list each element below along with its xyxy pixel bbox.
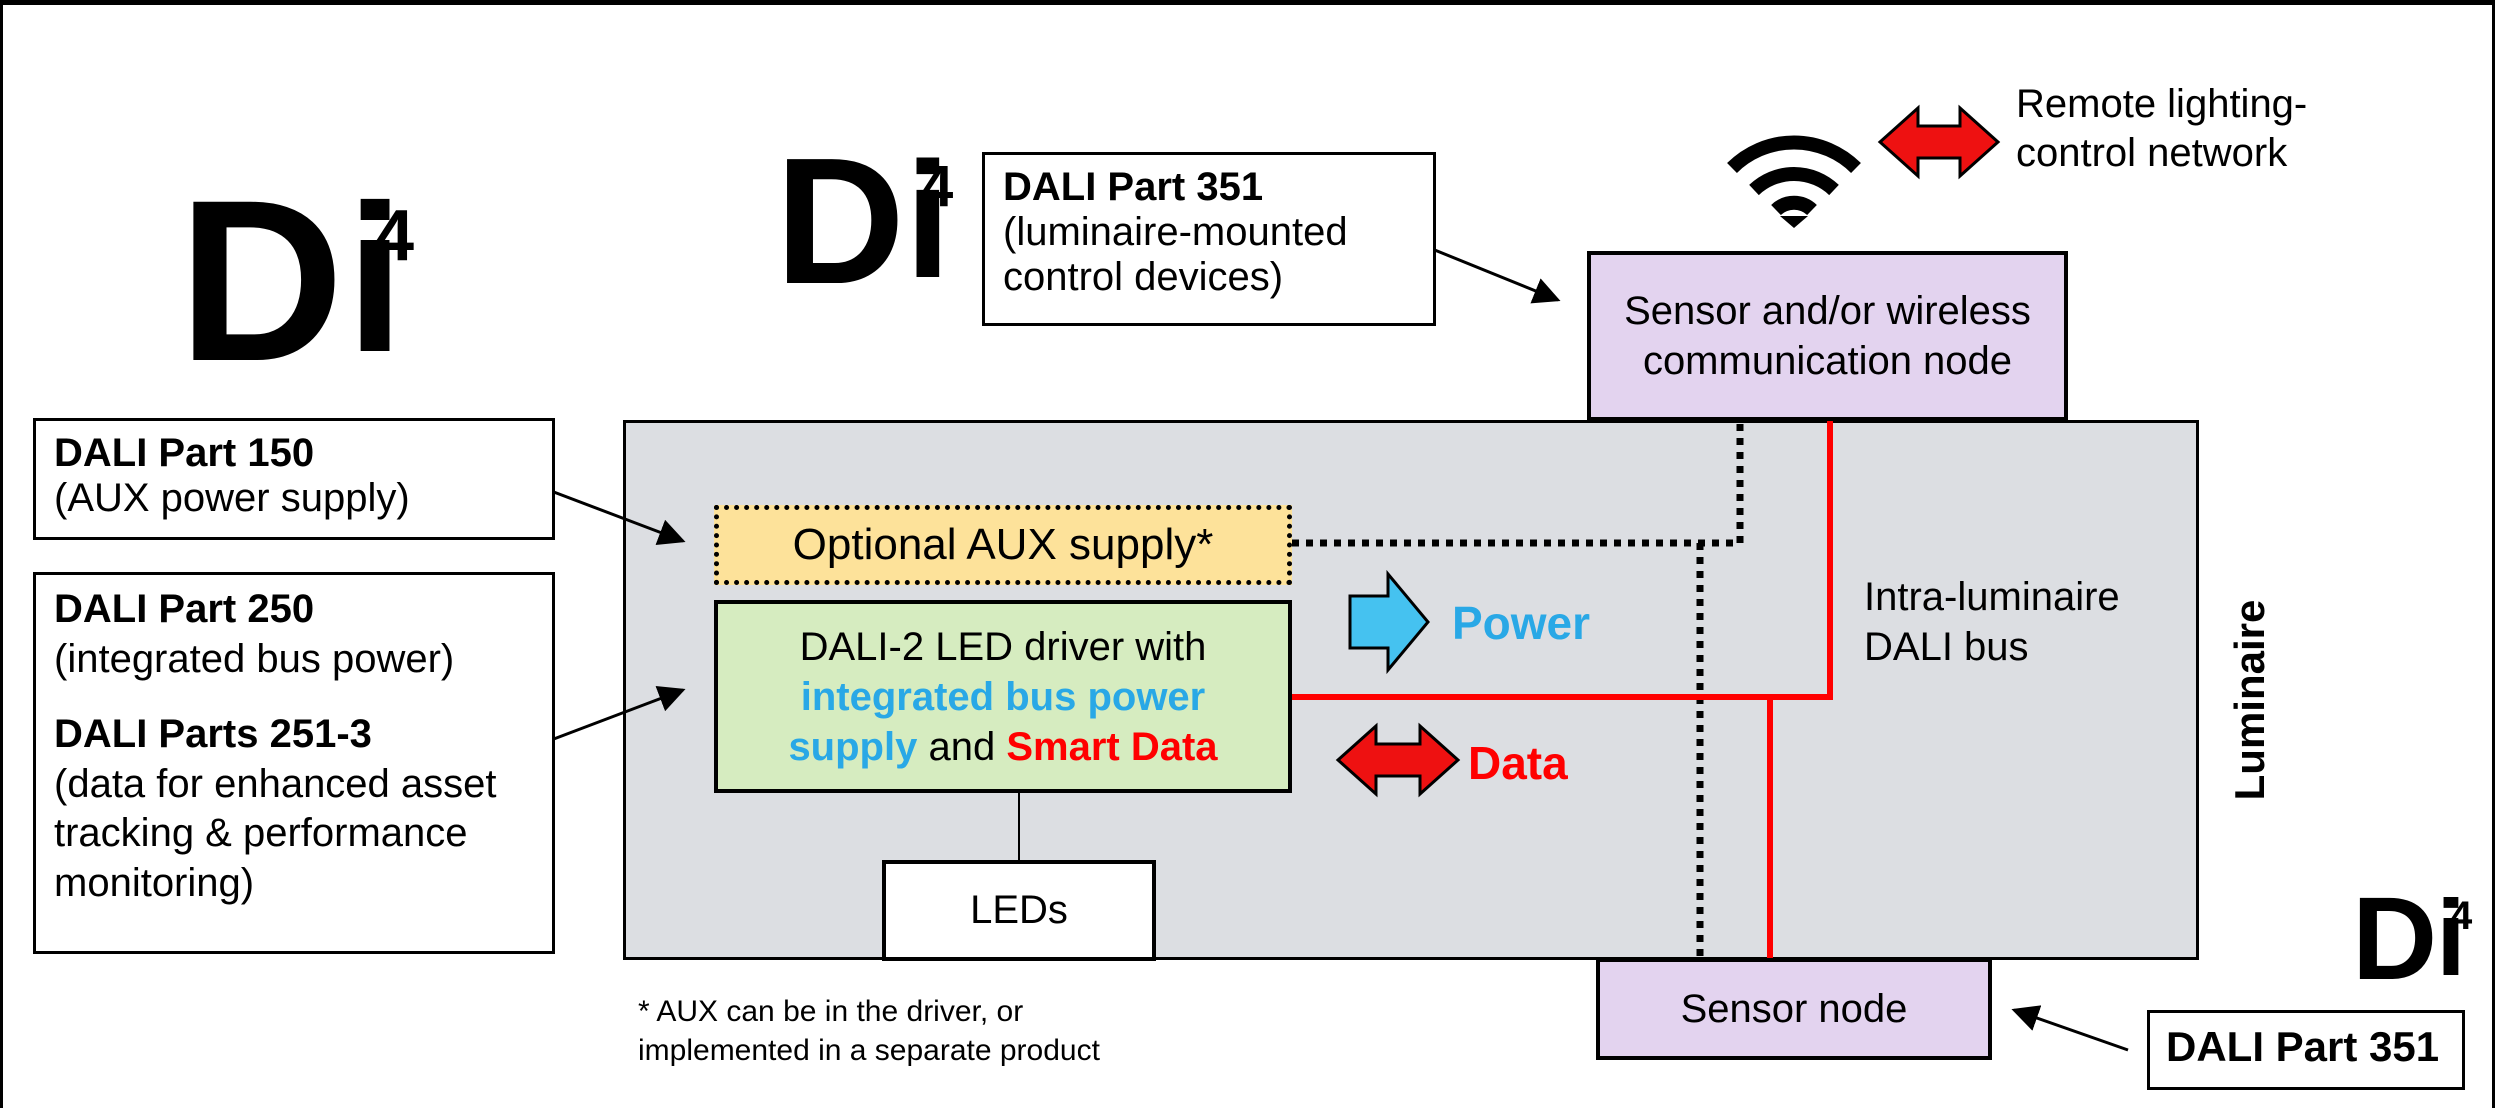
power-arrow xyxy=(1348,569,1430,675)
callout-title: DALI Part 250 xyxy=(54,587,315,631)
dali-bus-lines xyxy=(1290,418,1833,962)
di4-logo-left: D i 4 xyxy=(178,152,415,409)
di4-logo-top: D i 4 xyxy=(775,121,954,322)
bus-label: Intra-luminaire DALI bus xyxy=(1864,575,2120,669)
sensor-wireless-node: Sensor and/or wireless communication nod… xyxy=(1587,251,2068,421)
callout-part351-top: DALI Part 351 (luminaire-mounted control… xyxy=(982,152,1436,326)
callout-title: DALI Part 351 xyxy=(2166,1023,2440,1070)
power-label: Power xyxy=(1452,597,1591,649)
aux-supply-box: Optional AUX supply* xyxy=(714,505,1292,585)
led-driver-box: DALI-2 LED driver with integrated bus po… xyxy=(714,600,1292,793)
data-label: Data xyxy=(1468,737,1568,789)
wifi-icon xyxy=(1727,135,1861,228)
remote-network-arrow xyxy=(1877,104,2001,180)
remote-network-label: Remote lighting- control network xyxy=(2016,82,2308,175)
data-arrow xyxy=(1335,722,1461,798)
driver-blue-line: integrated bus power xyxy=(800,674,1206,719)
callout-title: DALI Part 150 xyxy=(54,431,315,475)
di4-logo-bottom: D i 4 xyxy=(2352,873,2473,1005)
arrow-part150 xyxy=(529,481,686,546)
arrow-part351-bottom xyxy=(2011,1005,2129,1052)
leds-box: LEDs xyxy=(882,860,1156,961)
callout-part250: DALI Part 250 (integrated bus power) DAL… xyxy=(33,572,555,954)
callout-title: DALI Part 351 xyxy=(1003,165,1264,209)
arrow-part250 xyxy=(529,685,686,750)
callout-part150: DALI Part 150 (AUX power supply) xyxy=(33,418,555,540)
sensor-node: Sensor node xyxy=(1596,958,1992,1060)
callout-part351-bottom: DALI Part 351 xyxy=(2147,1010,2465,1090)
footnote: * AUX can be in the driver, or implement… xyxy=(638,995,1100,1067)
aux-dotted-lines xyxy=(1292,420,1744,962)
callout-title-2: DALI Parts 251-3 xyxy=(54,712,372,757)
